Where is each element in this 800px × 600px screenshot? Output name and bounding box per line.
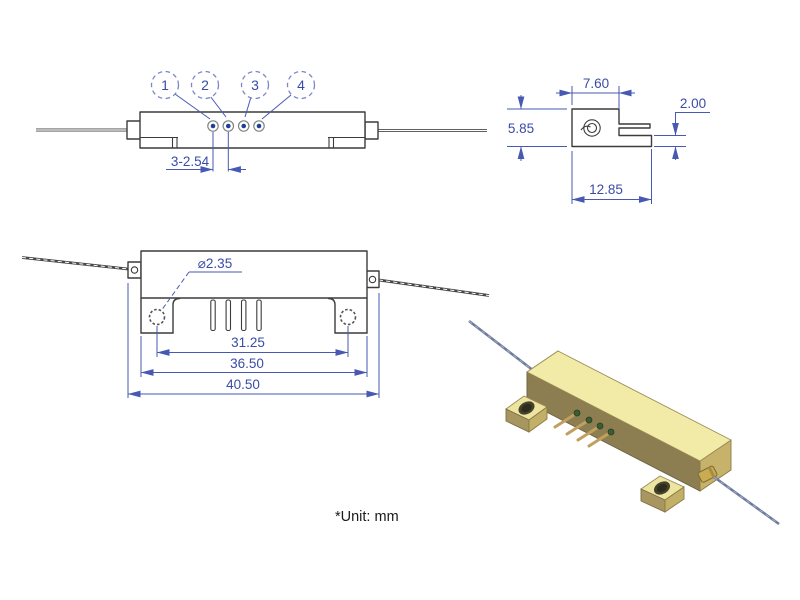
balloon-label-4: 4 [297, 77, 305, 93]
module-body-front [140, 250, 368, 299]
balloon-leader [244, 96, 252, 118]
fiber-bore-inner [586, 122, 598, 134]
pin [225, 299, 232, 332]
pin [256, 299, 262, 332]
dim-overall-width: 40.50 [226, 377, 260, 392]
balloon-circle-2 [190, 70, 220, 100]
front-view: ⌀2.35 31.25 36.50 40.50 [21, 250, 490, 398]
fiber-right [378, 278, 490, 297]
pin [240, 299, 247, 332]
fiber-left-twist [21, 257, 129, 270]
ear-hole-inner [521, 403, 532, 413]
balloon-label-1: 1 [161, 77, 169, 93]
pin-group [210, 299, 262, 332]
balloon-circle-1 [150, 70, 180, 100]
fiber-right-3d-twist [713, 476, 780, 525]
top-view: 1 2 3 4 3-2.54 [36, 70, 487, 173]
dim-base-thickness: 2.00 [680, 96, 706, 111]
dim-body-width: 36.50 [230, 356, 264, 371]
balloon-label-3: 3 [251, 77, 259, 93]
ear-side-face [528, 406, 548, 433]
pin [553, 411, 579, 429]
fiber-bore-outer [583, 119, 601, 137]
pin-group [207, 120, 265, 132]
mount-ear-left [140, 297, 181, 334]
mount-ear-right [327, 297, 368, 334]
fiber-boot-left [127, 261, 142, 279]
iso-view [468, 319, 780, 526]
fiber-left-3d-twist [468, 320, 535, 372]
pin-seal [596, 422, 604, 430]
ear-side-face [664, 486, 685, 513]
body-step-lines [140, 136, 365, 148]
mount-hole-left [148, 308, 166, 326]
pin-center [241, 123, 246, 129]
balloon-leader [261, 94, 292, 120]
boot-screw-right [368, 275, 377, 284]
pin-seal [585, 416, 593, 424]
balloon-label-2: 2 [201, 77, 209, 93]
pin-center [210, 123, 216, 129]
mount-ear-left-3d [505, 395, 548, 433]
pin [576, 424, 602, 442]
balloon-leader [174, 93, 211, 120]
boot-cylinder [697, 465, 718, 483]
side-view: 7.60 2.00 5.85 12.85 [507, 76, 710, 204]
pin-seal [607, 428, 615, 436]
dim-height: 5.85 [508, 121, 534, 136]
dim-pin-pitch: 3-2.54 [171, 154, 210, 169]
dim-base-width: 12.85 [589, 182, 623, 197]
leader-line [160, 271, 190, 312]
fiber-boot-3d [697, 465, 718, 483]
mount-hole-right [339, 308, 357, 326]
mount-ear-right-3d [640, 475, 685, 513]
module-body-top [139, 111, 366, 149]
pin [210, 299, 216, 332]
balloon-circle-4 [286, 70, 316, 100]
pin [565, 418, 591, 436]
pin-group-3d [553, 409, 615, 448]
ear-hole-inner [656, 483, 668, 493]
boot-ring [707, 466, 716, 478]
balloon-leader [209, 95, 227, 118]
balloon-circle-3 [240, 70, 270, 100]
body-top-face [526, 350, 732, 462]
pin-center [256, 123, 262, 129]
pin-seal [573, 409, 581, 417]
unit-note: *Unit: mm [335, 509, 399, 525]
pin-center [226, 123, 231, 129]
fiber-boot-left [126, 120, 142, 140]
module-body-side [571, 108, 653, 148]
dim-hole-pitch: 31.25 [231, 335, 265, 350]
fiber-boot-right [364, 121, 379, 140]
dim-top-width: 7.60 [583, 76, 609, 91]
fiber-bore-hook [580, 125, 591, 131]
boot-screw-left [130, 266, 139, 274]
fiber-boot-right [365, 270, 380, 289]
pin [587, 430, 613, 448]
dim-hole-diameter: ⌀2.35 [198, 256, 232, 271]
